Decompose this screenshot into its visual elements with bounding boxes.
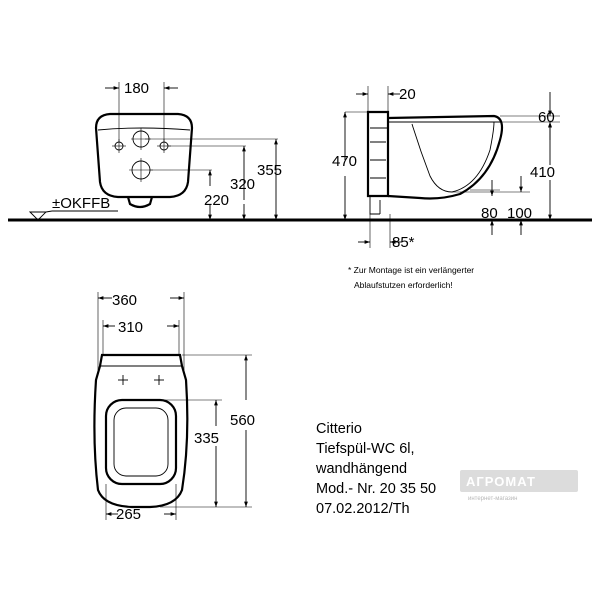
side-view-mount	[366, 110, 390, 198]
dim-top-310: 310	[118, 319, 143, 336]
product-model-number: Mod.- Nr. 20 35 50	[316, 481, 436, 497]
dim-side-60: 60	[538, 109, 555, 126]
watermark-brand: АГРОМАТ	[466, 474, 536, 489]
dim-front-220: 220	[204, 192, 229, 209]
okffb-label: ±OKFFB	[52, 195, 110, 212]
top-view-seat	[104, 398, 178, 486]
top-view-fixing-right	[154, 375, 164, 385]
product-type: Tiefspül-WC 6l,	[316, 441, 415, 457]
top-view-body	[93, 353, 189, 509]
product-date: 07.02.2012/Th	[316, 501, 410, 517]
product-info: Citterio Tiefspül-WC 6l, wandhängend Mod…	[315, 421, 436, 517]
product-mounting: wandhängend	[315, 461, 407, 477]
footnote-line-2: Ablaufstutzen erforderlich!	[354, 280, 453, 290]
front-view: 180 220 320 355 ±OKFFB	[28, 80, 282, 221]
dim-front-180: 180	[124, 80, 149, 97]
dim-top-335: 335	[194, 430, 219, 447]
dim-top-360: 360	[112, 292, 137, 309]
front-view-body	[94, 112, 194, 199]
footnote-line-1: * Zur Montage ist ein verlängerter	[348, 265, 474, 275]
dim-side-410: 410	[530, 164, 555, 181]
okffb-marker	[28, 211, 48, 221]
product-name: Citterio	[316, 421, 362, 437]
dim-front-320: 320	[230, 176, 255, 193]
side-view-outlet	[369, 196, 381, 215]
side-view: 20 470 60 410 80 100 85* * Zur Montage i…	[332, 86, 560, 290]
dim-top-560: 560	[230, 412, 255, 429]
dim-side-80: 80	[481, 205, 498, 222]
top-view-bowl-opening	[113, 407, 169, 477]
dim-side-20: 20	[399, 86, 416, 103]
dim-top-265: 265	[116, 506, 141, 523]
dim-side-470: 470	[332, 153, 357, 170]
watermark-logo: АГРОМАТ интернет-магазин	[460, 470, 578, 502]
top-view-fixing-left	[118, 375, 128, 385]
dim-side-100: 100	[507, 205, 532, 222]
side-view-bowl	[387, 114, 504, 200]
dim-side-85: 85*	[392, 234, 415, 251]
front-view-outlet	[126, 196, 154, 209]
top-view: 360 310 560 335 265	[93, 292, 255, 523]
watermark-subtitle: интернет-магазин	[468, 496, 517, 502]
dim-front-355: 355	[257, 162, 282, 179]
